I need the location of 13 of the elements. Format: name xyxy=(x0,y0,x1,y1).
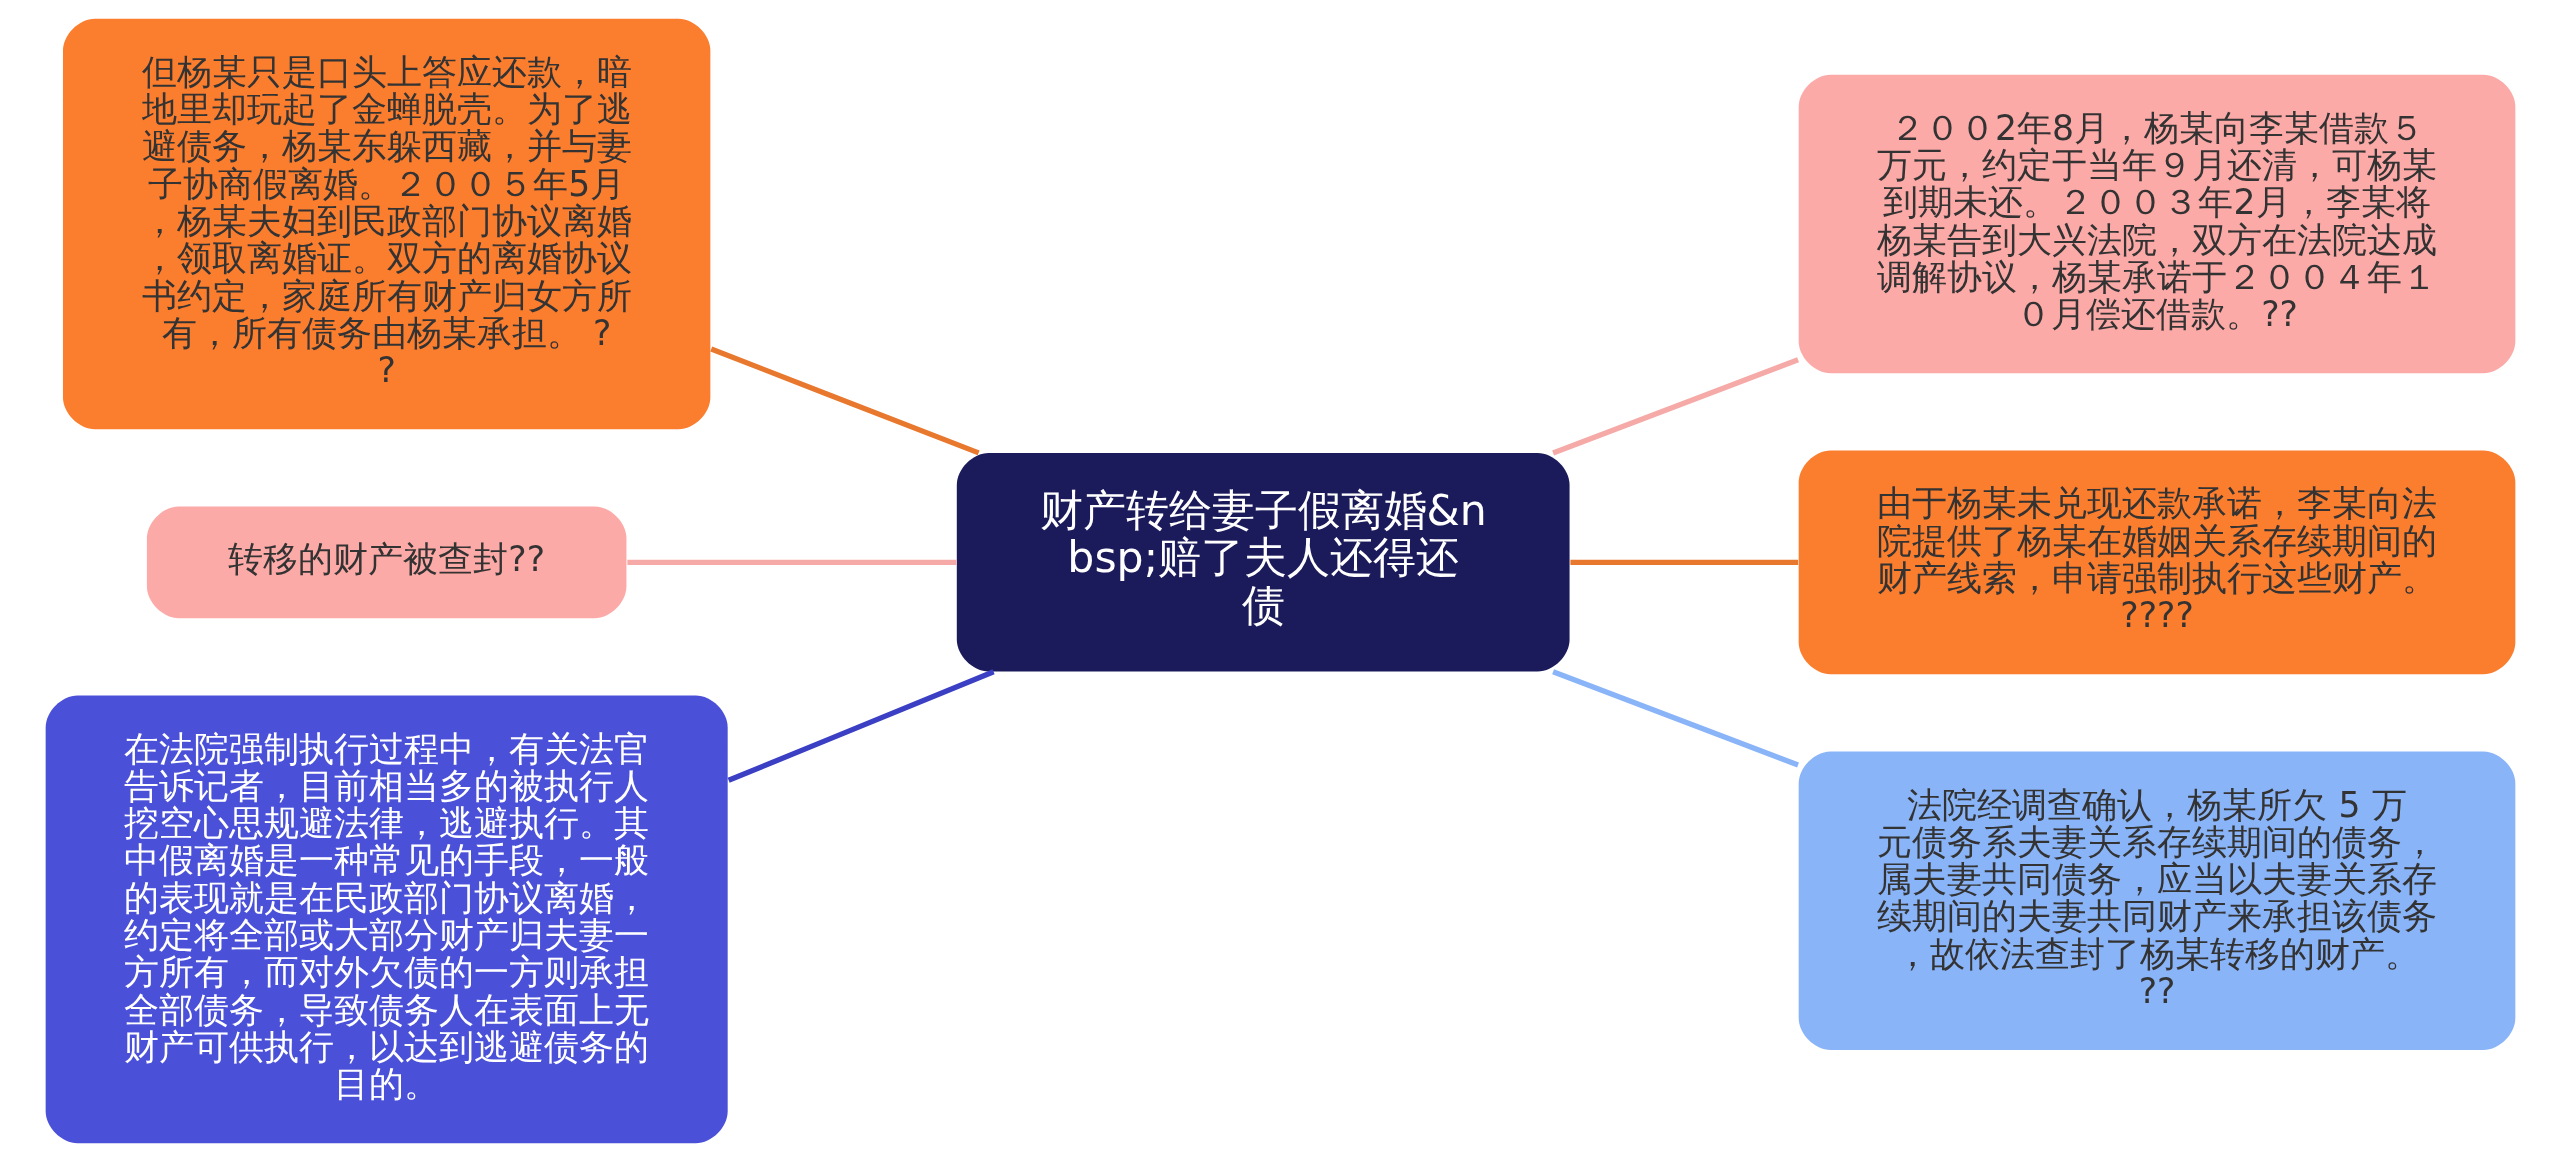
node-box: 财产转给妻子假离婚&nbsp;赔了夫人还得还债 xyxy=(956,453,1570,672)
node-box: 由于杨某未兑现还款承诺，李某向法院提供了杨某在婚姻关系存续期间的财产线索，申请强制执行这些财产。???? xyxy=(1798,450,2515,675)
node-box: 转移的财产被查封?? xyxy=(146,506,626,619)
connector xyxy=(727,669,995,783)
connector xyxy=(626,559,956,565)
node-box: ２００2年8月，杨某向李某借款５万元，约定于当年９月还清，可杨某到期未还。２００３年2月，李某将杨某告到大兴法院，双方在法院达成调解协议，杨某承诺于２００４年１０月偿还借款。?? xyxy=(1798,74,2515,374)
connector xyxy=(1551,669,1799,768)
connector xyxy=(1551,357,1799,456)
node-box: 法院经调查确认，杨某所欠 5 万元债务系夫妻关系存续期间的债务，属夫妻共同债务，应当以夫妻关系存续期间的夫妻共同财产来承担该债务，故依法查封了杨某转移的财产。 ?? xyxy=(1798,751,2515,1050)
connector xyxy=(709,346,980,456)
connector xyxy=(1569,559,1798,565)
node-box: 在法院强制执行过程中，有关法官告诉记者，目前相当多的被执行人挖空心思规避法律，逃避执行。其中假离婚是一种常见的手段，一般的表现就是在民政部门协议离婚，约定将全部或大部分财产归夫妻一方所有，而对外欠债的一方则承担全部债务，导致债务人在表面上无财产可供执行，以达到逃避债务的目的。 xyxy=(45,695,728,1144)
node-box: 但杨某只是口头上答应还款，暗地里却玩起了金蝉脱壳。为了逃避债务，杨某东躲西藏，并与妻子协商假离婚。２００５年5月，杨某夫妇到民政部门协议离婚，领取离婚证。双方的离婚协议书约定，家庭所有财产归女方所有，所有债务由杨某承担。 ?? xyxy=(62,18,710,430)
